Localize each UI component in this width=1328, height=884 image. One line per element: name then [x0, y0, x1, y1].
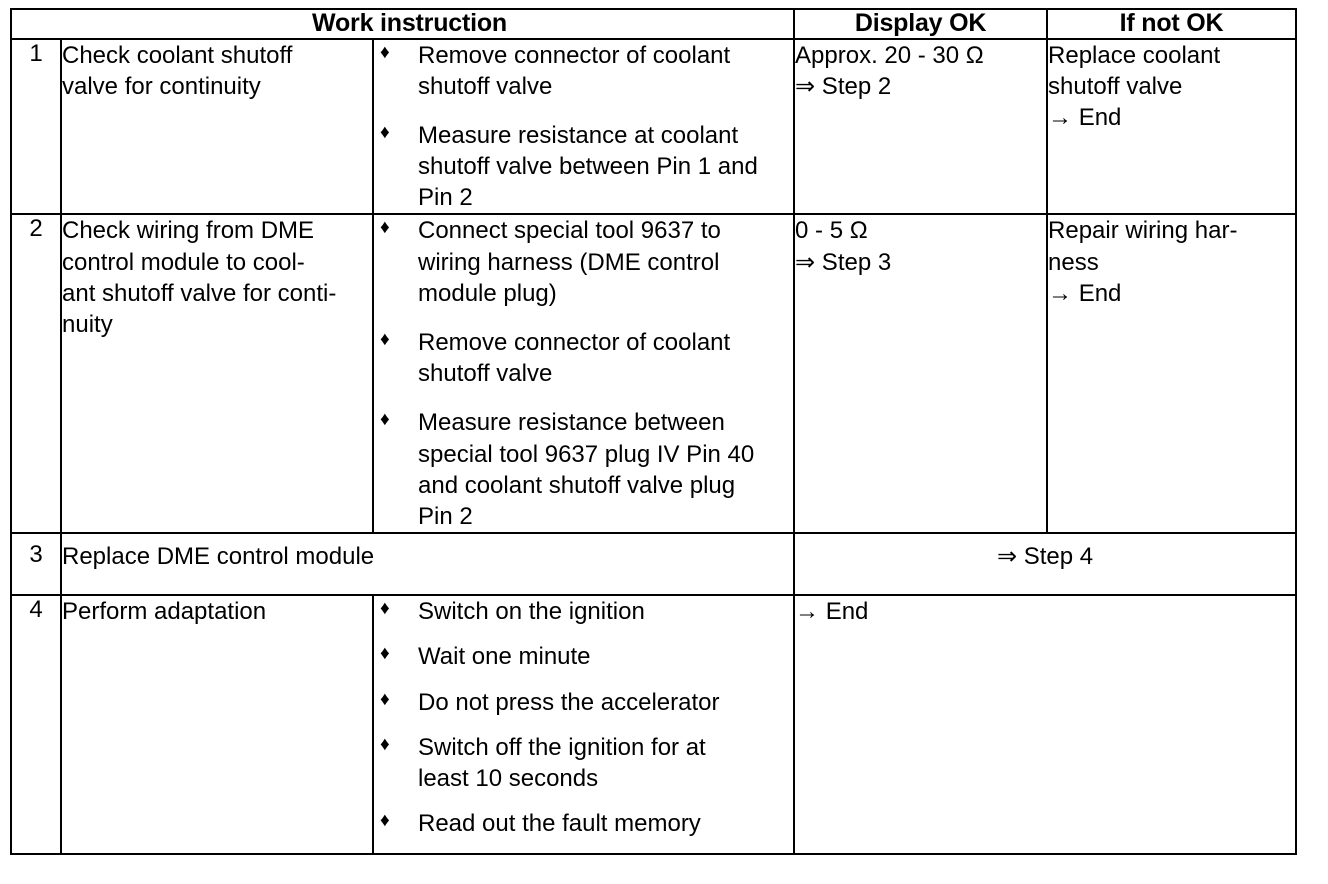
diamond-bullet-icon: ♦: [380, 598, 390, 620]
task-line: ant shutoff valve for conti-: [62, 279, 337, 307]
step-number: 4: [10, 594, 62, 856]
list-item: ♦ Measure resistance at coolant shutoff …: [374, 120, 793, 214]
step-task: Perform adaptation: [60, 594, 374, 856]
task-line: Perform adaptation: [62, 598, 267, 626]
task-line: Check coolant shutoff: [62, 41, 293, 69]
action-line: and coolant shutoff valve plug: [418, 471, 736, 499]
step-task: Check wiring from DME control module to …: [60, 213, 374, 535]
list-item: ♦ Connect special tool 9637 to wiring ha…: [374, 215, 793, 309]
list-item: ♦ Remove connector of coolant shutoff va…: [374, 40, 793, 102]
table-header-row: Work instruction Display OK If not OK: [9, 8, 1298, 40]
diamond-bullet-icon: ♦: [380, 409, 390, 431]
step-number: 3: [10, 532, 62, 597]
diamond-bullet-icon: ♦: [380, 329, 390, 350]
step-actions: ♦ Connect special tool 9637 to wiring ha…: [371, 213, 796, 535]
diamond-bullet-icon: ♦: [380, 733, 390, 755]
action-line: shutoff valve: [418, 72, 553, 100]
display-ok-value: 0 - 5 Ω ⇒ Step 3: [793, 213, 1049, 535]
action-line: least 10 seconds: [418, 764, 599, 792]
step-number: 1: [10, 37, 62, 216]
action-line: shutoff valve: [418, 360, 553, 388]
action-line: module plug): [418, 279, 557, 307]
diamond-bullet-icon: ♦: [380, 217, 390, 239]
action-line: Wait one minute: [418, 643, 591, 671]
diamond-bullet-icon: ♦: [380, 121, 390, 143]
if-not-ok-value: Replace coolant shutoff valve → End: [1046, 37, 1298, 216]
action-line: shutoff valve between Pin 1 and: [418, 153, 758, 181]
action-line: Do not press the accelerator: [418, 688, 720, 716]
value-line: → End: [1048, 103, 1122, 131]
action-line: Connect special tool 9637 to: [418, 217, 721, 245]
value-line: Approx. 20 - 30 Ω: [795, 41, 984, 69]
value-line: Repair wiring har-: [1048, 217, 1238, 245]
header-if-not-ok: If not OK: [1046, 8, 1298, 40]
value-line: 0 - 5 Ω: [795, 217, 868, 245]
step-number: 2: [10, 213, 62, 535]
value-line: ⇒ Step 3: [795, 248, 892, 276]
list-item: ♦ Measure resistance between special too…: [374, 407, 793, 532]
action-line: Pin 2: [418, 184, 473, 212]
value-line: ness: [1048, 248, 1099, 276]
step-task: Replace DME control module: [59, 532, 796, 597]
step-task: Check coolant shutoff valve for continui…: [60, 37, 374, 216]
action-line: Measure resistance at coolant: [418, 121, 739, 149]
action-list: ♦ Remove connector of coolant shutoff va…: [374, 40, 793, 214]
header-work-instruction: Work instruction: [9, 8, 796, 40]
action-line: Read out the fault memory: [418, 810, 701, 838]
display-ok-value: Approx. 20 - 30 Ω ⇒ Step 2: [793, 37, 1049, 216]
value-line: → End: [1048, 279, 1122, 307]
list-item: ♦ Do not press the accelerator: [374, 687, 793, 718]
action-line: Pin 2: [418, 502, 473, 530]
action-line: Switch off the ignition for at: [418, 733, 706, 761]
action-line: Switch on the ignition: [418, 598, 645, 626]
if-not-ok-value: Repair wiring har- ness → End: [1046, 213, 1298, 535]
action-line: wiring harness (DME control: [418, 248, 720, 276]
list-item: ♦ Read out the fault memory: [374, 808, 793, 839]
action-line: special tool 9637 plug IV Pin 40: [418, 440, 755, 468]
diamond-bullet-icon: ♦: [380, 810, 390, 832]
value-line: ⇒ Step 2: [795, 72, 892, 100]
action-list: ♦ Switch on the ignition ♦ Wait one minu…: [374, 596, 793, 839]
step-actions: ♦ Switch on the ignition ♦ Wait one minu…: [371, 594, 796, 856]
action-line: Measure resistance between: [418, 409, 725, 437]
table-row: 3 Replace DME control module ⇒ Step 4: [10, 532, 1298, 597]
step-actions: ♦ Remove connector of coolant shutoff va…: [371, 37, 796, 216]
step-result-merged: → End: [793, 594, 1298, 856]
action-list: ♦ Connect special tool 9637 to wiring ha…: [374, 215, 793, 532]
header-display-ok: Display OK: [793, 8, 1049, 40]
list-item: ♦ Wait one minute: [374, 641, 793, 672]
task-line: valve for continuity: [62, 72, 261, 100]
diamond-bullet-icon: ♦: [380, 688, 390, 710]
table-row: 1 Check coolant shutoff valve for contin…: [10, 37, 1298, 216]
list-item: ♦ Switch off the ignition for at least 1…: [374, 732, 793, 794]
task-line: Check wiring from DME: [62, 217, 315, 245]
task-line: control module to cool-: [62, 248, 305, 276]
value-line: Replace coolant: [1048, 41, 1221, 69]
table-row: 4 Perform adaptation ♦ Switch on the ign…: [10, 594, 1298, 856]
task-line: nuity: [62, 311, 113, 338]
step-result-merged: ⇒ Step 4: [793, 532, 1298, 597]
action-line: Remove connector of coolant: [418, 329, 731, 356]
value-line: shutoff valve: [1048, 72, 1183, 100]
diamond-bullet-icon: ♦: [380, 643, 390, 665]
list-item: ♦ Remove connector of coolant shutoff va…: [374, 327, 793, 389]
work-instruction-table: Work instruction Display OK If not OK 1 …: [9, 8, 1298, 856]
diamond-bullet-icon: ♦: [380, 41, 390, 63]
action-line: Remove connector of coolant: [418, 41, 731, 69]
table-row: 2 Check wiring from DME control module t…: [10, 213, 1298, 535]
list-item: ♦ Switch on the ignition: [374, 596, 793, 627]
